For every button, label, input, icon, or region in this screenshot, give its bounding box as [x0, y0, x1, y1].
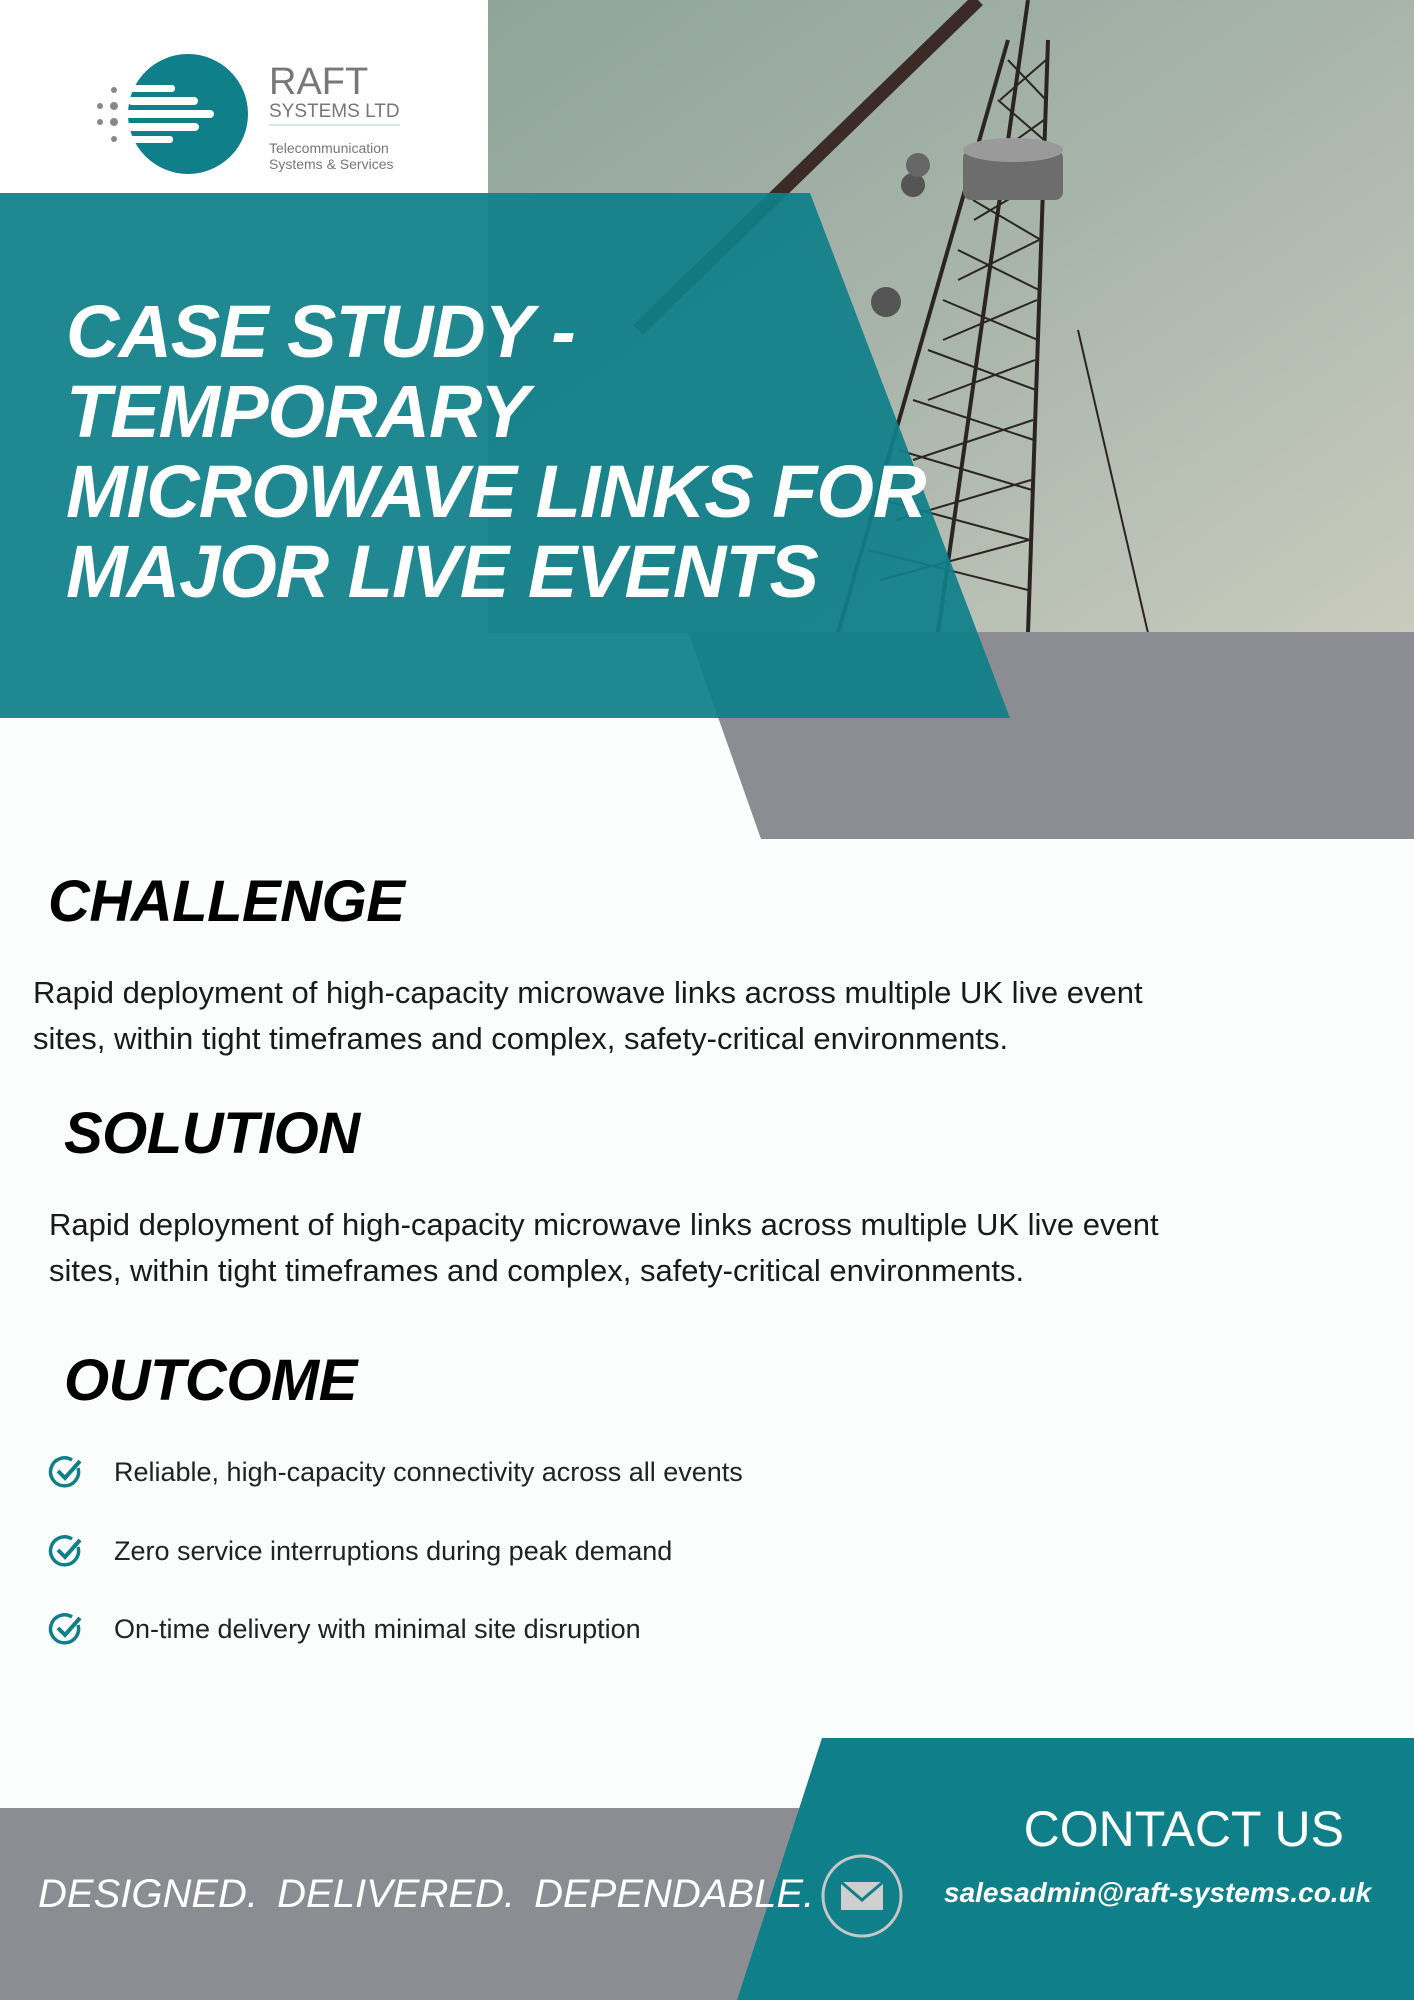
- list-item-text: Reliable, high-capacity connectivity acr…: [114, 1456, 743, 1487]
- list-item: On-time delivery with minimal site disru…: [48, 1609, 743, 1649]
- svg-text:Telecommunication: Telecommunication: [269, 140, 389, 156]
- text-line: sites, within tight timeframes and compl…: [49, 1253, 1025, 1288]
- contact-heading: CONTACT US: [1023, 1801, 1344, 1857]
- svg-text:RAFT: RAFT: [269, 61, 368, 103]
- page-title: CASE STUDY - TEMPORARY MICROWAVE LINKS F…: [66, 290, 926, 613]
- title-line: MICROWAVE LINKS FOR: [66, 450, 926, 533]
- list-item: Reliable, high-capacity connectivity acr…: [48, 1452, 743, 1492]
- contact-email-link[interactable]: salesadmin@raft-systems.co.uk: [944, 1877, 1372, 1908]
- title-line: CASE STUDY -: [66, 290, 576, 373]
- svg-text:Systems & Services: Systems & Services: [269, 156, 393, 172]
- logo-area: RAFT SYSTEMS LTD Telecommunication Syste…: [0, 0, 488, 193]
- title-line: TEMPORARY: [66, 370, 529, 453]
- footer-tagline: DESIGNED. DELIVERED. DEPENDABLE.: [38, 1872, 815, 1916]
- svg-text:SYSTEMS LTD: SYSTEMS LTD: [269, 101, 400, 122]
- list-item-text: On-time delivery with minimal site disru…: [114, 1613, 641, 1644]
- list-item-text: Zero service interruptions during peak d…: [114, 1535, 673, 1566]
- title-line: MAJOR LIVE EVENTS: [66, 530, 819, 613]
- check-circle-icon: [48, 1456, 82, 1488]
- challenge-heading: CHALLENGE: [48, 869, 405, 934]
- list-item: Zero service interruptions during peak d…: [48, 1531, 743, 1571]
- challenge-text: Rapid deployment of high-capacity microw…: [33, 970, 1273, 1062]
- envelope-icon: [821, 1854, 903, 1938]
- text-line: Rapid deployment of high-capacity microw…: [49, 1207, 1159, 1242]
- text-line: Rapid deployment of high-capacity microw…: [33, 975, 1143, 1010]
- check-circle-icon: [48, 1535, 82, 1567]
- solution-heading: SOLUTION: [64, 1101, 360, 1166]
- check-circle-icon: [48, 1613, 82, 1645]
- raft-logo: RAFT SYSTEMS LTD Telecommunication Syste…: [97, 54, 400, 174]
- solution-text: Rapid deployment of high-capacity microw…: [49, 1202, 1289, 1294]
- outcome-heading: OUTCOME: [64, 1348, 357, 1413]
- outcome-list: Reliable, high-capacity connectivity acr…: [48, 1452, 743, 1649]
- text-line: sites, within tight timeframes and compl…: [33, 1021, 1009, 1056]
